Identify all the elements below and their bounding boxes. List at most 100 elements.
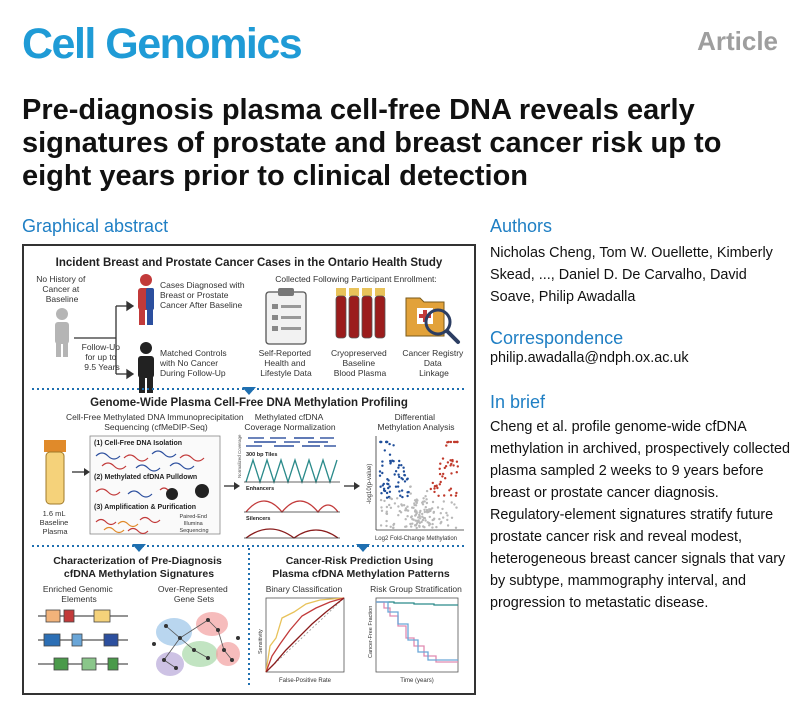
volcano-point xyxy=(381,464,384,467)
volcano-point xyxy=(431,522,434,526)
track-axis-label: Normalized Coverage xyxy=(237,434,242,478)
volcano-point xyxy=(456,465,459,468)
section3-heading: Characterization of Pre-Diagnosis cfDNA … xyxy=(53,555,225,580)
volcano-point xyxy=(411,522,414,525)
volcano-point xyxy=(379,485,382,488)
volcano-point xyxy=(429,487,432,491)
volcano-point xyxy=(431,526,434,529)
volcano-point xyxy=(389,497,392,500)
journal-name: Cell Genomics xyxy=(22,20,303,68)
volcano-point xyxy=(397,464,401,467)
volcano-point xyxy=(432,510,436,514)
volcano-point xyxy=(400,504,404,507)
volcano-point xyxy=(425,508,429,512)
volcano-point xyxy=(436,486,439,490)
volcano-point xyxy=(423,517,427,520)
roc-plot: Sensitivity False-Positive Rate xyxy=(258,597,345,684)
registry-folder-icon xyxy=(405,297,460,344)
km-plot: Cancer-Free Fraction Time (years) xyxy=(368,597,459,684)
volcano-point xyxy=(433,517,436,520)
volcano-point xyxy=(428,524,431,527)
volcano-point xyxy=(389,506,393,509)
volcano-point xyxy=(443,466,446,470)
volcano-point xyxy=(385,440,388,444)
volcano-point xyxy=(438,467,441,470)
tiles-coverage-line xyxy=(245,457,338,485)
volcano-point xyxy=(422,525,425,528)
volcano-point xyxy=(415,526,418,530)
volcano-point xyxy=(414,509,417,512)
volcano-point xyxy=(433,487,436,490)
enhancer-coverage-line xyxy=(245,500,339,514)
volcano-point xyxy=(420,520,423,524)
volcano-point xyxy=(423,508,426,511)
volcano-point xyxy=(435,525,438,529)
item1-label: Self-Reported Health and Lifestyle Data xyxy=(259,348,314,378)
volcano-x-label: Log2 Fold-Change Methylation xyxy=(375,536,457,542)
controls-label: Matched Controls with No Cancer During F… xyxy=(159,348,229,378)
volcano-point xyxy=(379,524,383,527)
volcano-point xyxy=(421,515,424,518)
volcano-point xyxy=(393,502,397,505)
volcano-point xyxy=(450,472,453,475)
volcano-point xyxy=(381,471,384,475)
volcano-point xyxy=(449,440,453,444)
volcano-point xyxy=(383,499,386,503)
volcano-point xyxy=(409,485,412,488)
volcano-point xyxy=(438,472,442,476)
section4-heading: Cancer-Risk Prediction Using Plasma cfDN… xyxy=(272,555,450,580)
volcano-point xyxy=(414,524,417,527)
section1-heading: Incident Breast and Prostate Cancer Case… xyxy=(56,257,443,269)
volcano-point xyxy=(397,505,400,508)
volcano-point xyxy=(449,494,453,497)
collected-label: Collected Following Participant Enrollme… xyxy=(275,274,437,284)
volcano-point xyxy=(441,507,444,511)
km-y-label: Cancer-Free Fraction xyxy=(368,606,374,658)
volcano-point xyxy=(409,516,413,519)
volcano-point xyxy=(401,495,404,499)
volcano-point xyxy=(439,462,442,465)
volcano-point xyxy=(393,473,396,476)
volcano-point xyxy=(392,444,395,447)
volcano-point xyxy=(425,498,428,501)
volcano-point xyxy=(402,470,406,473)
step2-label: (2) Methylated cfDNA Pulldown xyxy=(94,474,197,481)
volcano-point xyxy=(385,491,389,495)
volcano-point xyxy=(406,515,409,518)
in-brief-heading: In brief xyxy=(490,392,546,412)
silencers-label: Silencers xyxy=(246,516,270,522)
overrep-label: Over-Represented Gene Sets xyxy=(158,584,230,604)
clipboard-icon xyxy=(265,288,307,345)
volcano-point xyxy=(423,500,426,503)
volcano-y-label: -log10(p-value) xyxy=(367,464,373,504)
volcano-point xyxy=(412,518,415,521)
binary-label: Binary Classification xyxy=(266,584,343,594)
tiles-label: 300 bp Tiles xyxy=(246,452,277,458)
volcano-point xyxy=(439,480,442,484)
volcano-point xyxy=(379,498,383,502)
correspondence-heading: Correspondence xyxy=(490,328,624,348)
authors-heading: Authors xyxy=(490,216,553,236)
cases-person-icon xyxy=(138,274,154,325)
volcano-point xyxy=(419,517,422,520)
volcano-point xyxy=(433,490,436,494)
volcano-point xyxy=(382,487,386,490)
volcano-point xyxy=(418,524,421,527)
volcano-point xyxy=(445,444,448,447)
volcano-point xyxy=(385,519,388,523)
volcano-point xyxy=(389,525,392,528)
protocol-steps: (1) Cell-Free DNA Isolation (2) Methylat… xyxy=(89,435,221,535)
volcano-point xyxy=(403,480,407,483)
correspondence-email[interactable]: philip.awadalla@ndph.ox.ac.uk xyxy=(490,350,689,366)
volcano-point xyxy=(388,453,392,456)
volcano-point xyxy=(456,440,459,444)
volcano-point xyxy=(404,518,407,521)
volcano-point xyxy=(455,491,458,495)
volcano-point xyxy=(450,516,454,519)
volcano-point xyxy=(442,516,445,519)
volcano-point xyxy=(415,511,418,515)
blood-tubes-icon xyxy=(335,288,386,339)
volcano-point xyxy=(446,518,449,522)
volcano-point xyxy=(381,484,384,487)
volcano-point xyxy=(385,510,388,513)
